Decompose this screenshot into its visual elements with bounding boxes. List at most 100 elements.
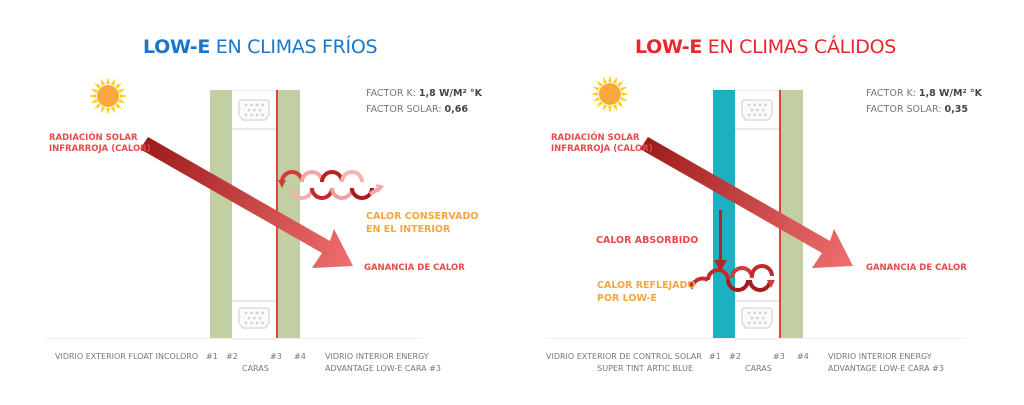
cold-heat-conserved-line2: EN EL INTERIOR <box>366 224 451 235</box>
warm-factor-solar-value: 0,35 <box>944 104 968 115</box>
sun-core <box>599 83 621 105</box>
warm-panel-title: LOW-E EN CLIMAS CÁLIDOS <box>635 36 896 58</box>
sun-ray <box>620 86 628 92</box>
warm-faces-label: CARAS <box>745 364 772 373</box>
cold-factor-solar-label: FACTOR SOLAR: <box>366 104 442 115</box>
sun-ray <box>119 94 127 98</box>
cold-face-4: #4 <box>294 352 306 361</box>
desiccant-dot <box>255 103 259 107</box>
cold-radiation-line1: RADIACIÓN SOLAR <box>49 133 138 143</box>
desiccant-dot <box>764 113 767 117</box>
desiccant-dot <box>244 113 248 117</box>
desiccant-dot <box>747 311 751 315</box>
desiccant-dot <box>764 311 767 315</box>
desiccant-dot <box>258 316 262 320</box>
desiccant-dot <box>747 321 751 325</box>
sun-rays <box>89 77 127 115</box>
cold-factor-solar: FACTOR SOLAR: 0,66 <box>366 102 468 118</box>
desiccant-dot <box>258 108 262 112</box>
desiccant-dot <box>750 316 754 320</box>
sun-ray <box>602 76 608 84</box>
cold-interior-glass-line2: ADVANTAGE LOW-E CARA #3 <box>325 364 441 373</box>
sun-ray <box>608 75 612 83</box>
sun-ray <box>100 106 106 114</box>
desiccant-dot <box>261 321 264 325</box>
desiccant-dot <box>250 113 253 117</box>
sun-ray <box>100 78 106 86</box>
desiccant-dot <box>247 316 251 320</box>
warm-title-bold: LOW-E <box>635 36 703 58</box>
desiccant-dot <box>261 311 264 315</box>
sun-ray <box>118 88 126 94</box>
cold-face-1: #1 <box>206 352 218 361</box>
sun-ray <box>106 107 110 115</box>
warm-interior-glass-line2: ADVANTAGE LOW-E CARA #3 <box>828 364 944 373</box>
warm-heat-reflected-line1: CALOR REFLEJADO <box>597 280 696 291</box>
heat-conserved-loops-icon <box>278 170 384 200</box>
warm-interior-glass-line1: VIDRIO INTERIOR ENERGY <box>828 352 932 361</box>
warm-radiation-line1: RADIACIÓN SOLAR <box>551 133 640 143</box>
sun-ray <box>612 76 618 84</box>
desiccant-icon <box>741 99 773 121</box>
sun-ray <box>612 104 618 112</box>
warm-title-rest: EN CLIMAS CÁLIDOS <box>702 36 897 58</box>
desiccant-dot <box>244 321 248 325</box>
sun-ray <box>617 80 624 87</box>
desiccant-dot <box>747 103 751 107</box>
warm-heat-absorbed-label: CALOR ABSORBIDO <box>596 235 699 246</box>
sun-ray <box>617 101 624 108</box>
warm-outer-pane <box>713 90 735 338</box>
cold-heat-conserved-label: CALOR CONSERVADO EN EL INTERIOR <box>366 210 478 236</box>
warm-divider <box>546 338 966 339</box>
sun-ray <box>110 106 116 114</box>
sun-rays <box>591 75 629 113</box>
warm-radiation-line2: INFRARROJA (CALOR) <box>551 144 653 154</box>
desiccant-dot <box>753 103 756 107</box>
warm-spacer-top <box>735 90 779 130</box>
warm-factor-solar: FACTOR SOLAR: 0,35 <box>866 102 968 118</box>
cold-heat-gain-label: GANANCIA DE CALOR <box>364 263 465 273</box>
warm-face-2: #2 <box>729 352 741 361</box>
sun-ray <box>90 98 98 104</box>
desiccant-dot <box>753 113 756 117</box>
cold-interior-glass-line1: VIDRIO INTERIOR ENERGY <box>325 352 429 361</box>
sun-core <box>97 85 119 107</box>
cold-air-space <box>232 90 276 340</box>
cold-outer-pane <box>210 90 232 338</box>
cold-faces-label: CARAS <box>242 364 269 373</box>
cold-panel-title: LOW-E EN CLIMAS FRÍOS <box>143 36 378 58</box>
sun-icon <box>591 75 629 113</box>
desiccant-dot <box>747 113 751 117</box>
desiccant-dot <box>250 311 253 315</box>
warm-interior-glass-label: VIDRIO INTERIOR ENERGY ADVANTAGE LOW-E C… <box>828 351 944 375</box>
desiccant-dot <box>756 316 759 320</box>
warm-exterior-glass-line2: SUPER TINT ARTIC BLUE <box>597 364 693 373</box>
desiccant-dot <box>247 108 251 112</box>
sun-ray <box>596 101 603 108</box>
warm-face-3: #3 <box>773 352 785 361</box>
warm-inner-pane <box>781 90 803 338</box>
sun-ray <box>90 88 98 94</box>
desiccant-dot <box>764 321 767 325</box>
warm-heat-reflected-label: CALOR REFLEJADO POR LOW-E <box>597 279 695 305</box>
sun-ray <box>115 82 122 89</box>
warm-factor-k: FACTOR K: 1,8 W/M² °K <box>866 86 982 102</box>
cold-title-bold: LOW-E <box>143 36 211 58</box>
desiccant-dot <box>758 321 762 325</box>
desiccant-dot <box>758 311 762 315</box>
desiccant-dot <box>255 113 259 117</box>
desiccant-dot <box>750 108 754 112</box>
cold-factor-k-label: FACTOR K: <box>366 88 416 99</box>
cold-radiation-line2: INFRARROJA (CALOR) <box>49 144 151 154</box>
desiccant-dot <box>253 108 256 112</box>
cold-spacer-top <box>232 90 276 130</box>
cold-face-2: #2 <box>226 352 238 361</box>
warm-radiation-label: RADIACIÓN SOLAR INFRARROJA (CALOR) <box>551 133 653 155</box>
cold-radiation-label: RADIACIÓN SOLAR INFRARROJA (CALOR) <box>49 133 151 155</box>
sun-ray <box>118 98 126 104</box>
sun-ray <box>110 78 116 86</box>
desiccant-dot <box>244 103 248 107</box>
cold-divider <box>44 338 422 339</box>
